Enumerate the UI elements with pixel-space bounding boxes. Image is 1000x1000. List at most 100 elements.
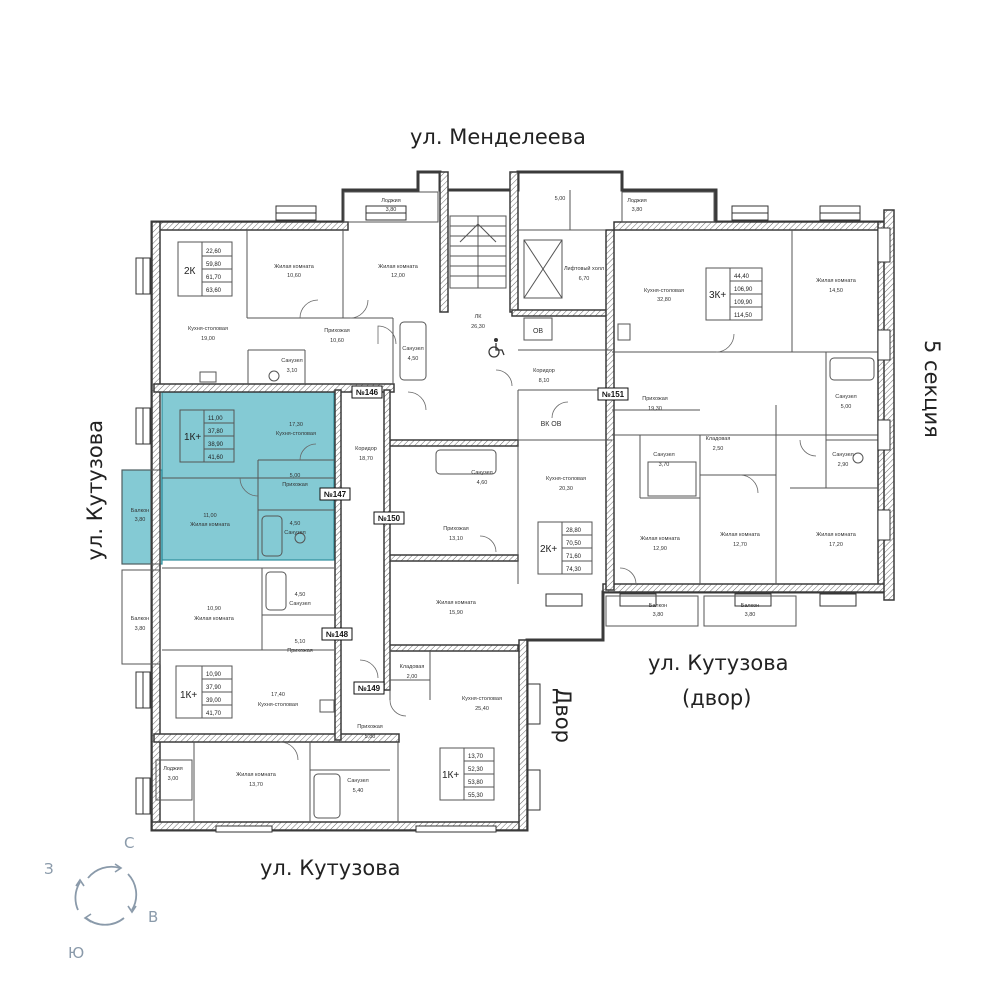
compass-south: Ю — [68, 944, 84, 962]
apartment-2k-mid[interactable]: 2К+ 28,80 70,50 71,60 74,30 — [540, 528, 582, 573]
apartment-info-boxes — [175, 241, 763, 801]
apartment-area: 53,80 — [468, 780, 484, 786]
compass-north: С — [124, 834, 134, 852]
room-area: 5,00 — [290, 473, 301, 479]
building-walls — [150, 170, 895, 832]
apartment-area: 41,70 — [206, 711, 222, 717]
room-area: 13,10 — [449, 536, 463, 542]
room-area: 25,40 — [475, 706, 489, 712]
room-area: 4,50 — [290, 521, 301, 527]
room-name: Прихожая — [357, 724, 383, 730]
apartment-code: 3К+ — [709, 290, 726, 301]
apartment-3k[interactable]: 3К+ 44,40 106,90 109,90 114,50 — [709, 274, 753, 319]
balconies — [121, 191, 797, 801]
room-area: 10,90 — [207, 606, 221, 612]
room-name: Санузел — [284, 530, 305, 536]
selected-apartment-highlight[interactable] — [121, 391, 335, 565]
marker-151: №151 — [602, 390, 625, 399]
room-area: 19,30 — [648, 406, 662, 412]
room-area: 3,80 — [632, 207, 643, 213]
room-name: Жилая комната — [816, 532, 857, 538]
room-name: Санузел — [835, 394, 856, 400]
room-area: 4,50 — [295, 592, 306, 598]
room-area: 19,00 — [201, 336, 215, 342]
yard-street-line2: (двор) — [682, 686, 751, 710]
windows — [135, 205, 891, 833]
vk-ov-label: ВК ОВ — [541, 421, 562, 428]
apartment-code: 1К+ — [184, 432, 201, 443]
room-name: Жилая комната — [816, 278, 857, 284]
room-area: 12,90 — [653, 546, 667, 552]
room-area: 4,50 — [408, 356, 419, 362]
apartment-area: 52,30 — [468, 767, 484, 773]
apartment-area: 106,90 — [734, 287, 753, 293]
doors — [239, 299, 817, 761]
room-name: Прихожая — [324, 328, 350, 334]
room-name: Санузел — [281, 358, 302, 364]
room-name: Прихожая — [443, 526, 469, 532]
room-area: 2,50 — [713, 446, 724, 452]
street-bottom-label: ул. Кутузова — [260, 856, 400, 880]
apartment-area: 22,60 — [206, 249, 222, 255]
room-name: Прихожая — [287, 648, 313, 654]
room-area: 18,70 — [359, 456, 373, 462]
room-area: 3,70 — [659, 462, 670, 468]
ov-label: ОВ — [533, 328, 543, 335]
apartment-area: 11,00 — [208, 416, 223, 422]
room-area: 11,00 — [203, 513, 216, 519]
room-name: Балкон — [649, 603, 667, 609]
marker-147: №147 — [324, 490, 347, 499]
room-name: Коридор — [355, 446, 377, 452]
room-name: Кухня-столовая — [644, 288, 684, 294]
apartment-area: 61,70 — [206, 275, 222, 281]
marker-149: №149 — [358, 684, 381, 693]
apartment-area: 55,30 — [468, 793, 484, 799]
room-name: Лоджия — [163, 766, 183, 772]
room-area: 8,10 — [539, 378, 550, 384]
apartment-code: 1К+ — [442, 770, 459, 781]
apartment-2k-left[interactable]: 2К 22,60 59,80 61,70 63,60 — [184, 249, 222, 294]
room-area: 6,70 — [579, 276, 590, 282]
apartment-area: 109,90 — [734, 300, 753, 306]
apartment-1k-selected[interactable]: 1К+ 11,00 37,80 38,90 41,60 — [184, 416, 224, 461]
apartment-code: 1К+ — [180, 690, 197, 701]
room-area: 5,80 — [365, 734, 376, 740]
room-name: Балкон — [741, 603, 759, 609]
room-name: Жилая комната — [194, 616, 235, 622]
room-labels: Лоджия 3,80 5,00 Лоджия 3,80 Жилая комна… — [131, 196, 857, 794]
room-area: 3,00 — [168, 776, 179, 782]
room-name: Лоджия — [627, 198, 647, 204]
apartment-1k-lower[interactable]: 1К+ 10,90 37,90 39,00 41,70 — [180, 672, 222, 717]
apartment-area: 59,80 — [206, 262, 222, 268]
room-name: Санузел — [402, 346, 423, 352]
room-name: Санузел — [289, 601, 310, 607]
room-name: Кухня-столовая — [276, 431, 316, 437]
room-name: Кухня-столовая — [258, 702, 298, 708]
room-name: ЛК — [475, 314, 483, 320]
room-name: Жилая комната — [274, 264, 315, 270]
room-area: 20,30 — [559, 486, 573, 492]
room-area: 4,60 — [477, 480, 488, 486]
compass-east: В — [148, 908, 158, 926]
room-area: 3,80 — [386, 207, 397, 213]
interior-walls — [162, 190, 878, 822]
apartment-area: 39,00 — [206, 698, 222, 704]
apartment-area: 10,90 — [206, 672, 222, 678]
yard-street-line1: ул. Кутузова — [648, 651, 788, 675]
room-name: Коридор — [533, 368, 555, 374]
apartment-1k-bottom[interactable]: 1К+ 13,70 52,30 53,80 55,30 — [442, 754, 484, 799]
room-name: Кухня-столовая — [188, 326, 228, 332]
room-name: Жилая комната — [720, 532, 761, 538]
room-area: 26,30 — [471, 324, 485, 330]
apartment-area: 71,60 — [566, 554, 582, 560]
street-top-label: ул. Менделеева — [410, 125, 586, 149]
street-left-label: ул. Кутузова — [83, 420, 107, 560]
room-area: 3,10 — [287, 368, 298, 374]
room-area: 5,00 — [555, 196, 566, 202]
stairwell — [449, 215, 563, 341]
compass: С В Ю З — [44, 834, 158, 962]
room-area: 14,50 — [829, 288, 843, 294]
room-name: Лоджия — [381, 198, 401, 204]
apartment-area: 63,60 — [206, 288, 222, 294]
